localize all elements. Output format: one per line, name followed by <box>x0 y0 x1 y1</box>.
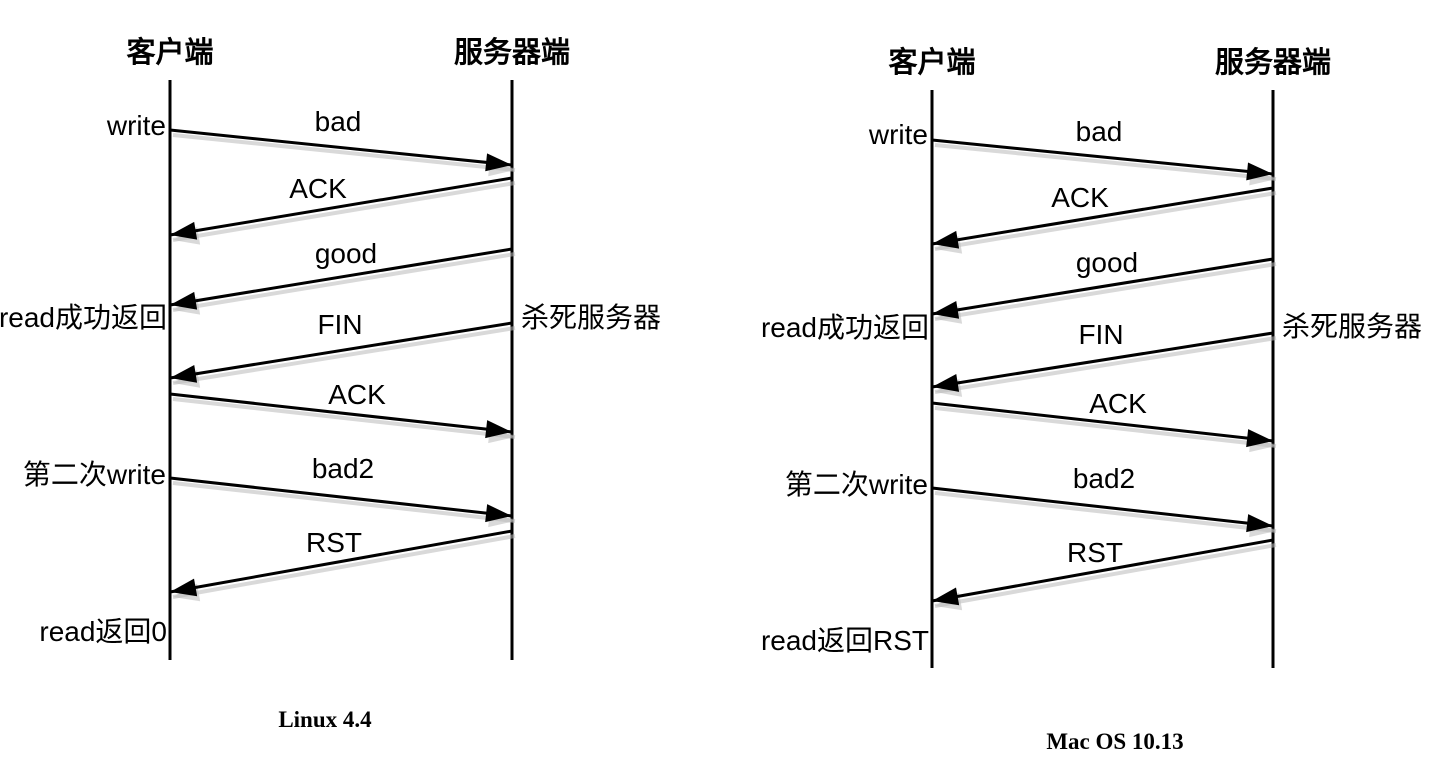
message-arrow-line <box>169 176 513 237</box>
message-label: FIN <box>1078 319 1123 350</box>
message-arrow-head <box>932 587 960 606</box>
client-side-annotation: write <box>868 119 928 150</box>
message-arrow-line <box>931 138 1274 176</box>
message-arrow-head <box>1246 514 1273 533</box>
message-label: bad2 <box>312 453 374 484</box>
message-arrow-line <box>169 128 513 167</box>
message-arrow-head <box>485 420 512 439</box>
server-side-annotation: 杀死服务器 <box>521 302 661 333</box>
message-arrow-line <box>931 486 1274 528</box>
message-label: good <box>1076 247 1138 278</box>
message-arrow-line <box>169 392 513 434</box>
diagram-caption: Linux 4.4 <box>278 707 372 732</box>
message-arrow-line <box>931 401 1274 443</box>
message-arrow-head <box>485 504 512 523</box>
message-arrow-shadow <box>172 133 516 172</box>
message-arrow-head <box>170 221 198 240</box>
message-label: bad <box>315 106 362 137</box>
message-arrow-shadow <box>934 336 1277 394</box>
message-arrow-head <box>932 230 960 249</box>
message-arrow-shadow <box>172 534 516 599</box>
message-arrow-shadow <box>934 406 1277 448</box>
message-arrow-line <box>169 529 513 594</box>
message-label: RST <box>1067 537 1123 568</box>
message-label: good <box>315 238 377 269</box>
message-arrow-head <box>1246 162 1273 181</box>
client-side-annotation: 第二次write <box>23 459 166 490</box>
message-arrow-line <box>169 321 513 380</box>
message-arrow-head <box>170 364 198 383</box>
message-label: ACK <box>1051 182 1109 213</box>
message-arrow-line <box>931 538 1274 603</box>
message-arrow-line <box>931 186 1274 246</box>
client-side-annotation: read成功返回 <box>0 302 167 333</box>
message-arrow-shadow <box>172 397 516 439</box>
client-header-label: 客户端 <box>126 35 213 69</box>
message-arrow-shadow <box>934 543 1277 608</box>
message-arrow-shadow <box>172 181 516 242</box>
message-arrow-head <box>1246 429 1273 448</box>
message-arrow-shadow <box>172 326 516 385</box>
message-arrow-shadow <box>172 252 516 312</box>
message-label: RST <box>306 527 362 558</box>
diagram-caption: Mac OS 10.13 <box>1046 729 1183 754</box>
message-arrow-shadow <box>934 491 1277 533</box>
client-side-annotation: 第二次write <box>785 469 928 500</box>
message-arrow-line <box>169 247 513 307</box>
message-label: bad2 <box>1073 463 1135 494</box>
message-arrow-line <box>931 257 1274 316</box>
message-label: ACK <box>1089 388 1147 419</box>
message-arrow-shadow <box>172 481 516 523</box>
message-label: FIN <box>317 309 362 340</box>
message-arrow-head <box>932 374 960 392</box>
message-arrow-head <box>485 153 512 172</box>
message-arrow-head <box>170 578 198 597</box>
server-side-annotation: 杀死服务器 <box>1282 311 1422 342</box>
message-label: ACK <box>328 379 386 410</box>
message-arrow-head <box>932 300 960 319</box>
message-label: bad <box>1076 116 1123 147</box>
message-arrow-shadow <box>934 191 1277 251</box>
message-arrow-shadow <box>934 262 1277 321</box>
client-side-annotation: write <box>106 110 166 141</box>
client-side-annotation: read成功返回 <box>761 312 929 343</box>
server-header-label: 服务器端 <box>1215 46 1331 79</box>
client-side-annotation: read返回0 <box>39 616 167 647</box>
server-header-label: 服务器端 <box>454 36 570 69</box>
client-side-annotation: read返回RST <box>761 625 929 656</box>
message-arrow-shadow <box>934 143 1277 181</box>
message-label: ACK <box>289 173 347 204</box>
message-arrow-line <box>931 331 1274 389</box>
client-header-label: 客户端 <box>888 45 975 79</box>
message-arrow-line <box>169 476 513 518</box>
message-arrow-head <box>170 291 198 310</box>
